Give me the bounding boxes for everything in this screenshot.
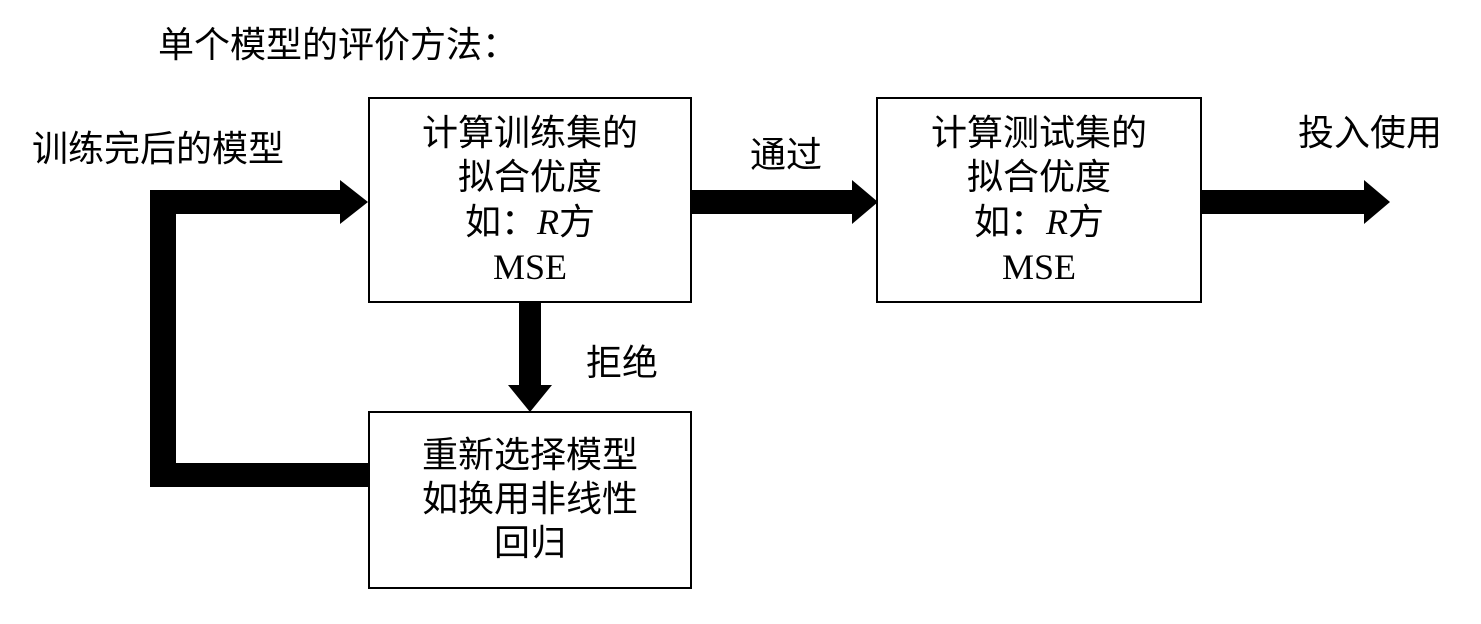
train-box-line3: 如：R方	[465, 200, 595, 245]
reject-label: 拒绝	[586, 343, 659, 384]
test-box-line4: MSE	[1001, 246, 1077, 287]
reselect-box-line3: 回归	[493, 523, 566, 564]
train-box-line4: MSE	[492, 246, 568, 287]
diagram-title: 单个模型的评价方法：	[158, 25, 519, 66]
pass-label: 通过	[750, 135, 823, 176]
reject-arrow	[508, 302, 552, 412]
reselect-box-line2: 如换用非线性	[421, 479, 638, 520]
train-box-line1: 计算训练集的	[421, 112, 638, 154]
train-fit-box: 计算训练集的 拟合优度 如：R方 MSE	[368, 97, 692, 303]
train-box-line3-prefix: 如：	[464, 201, 537, 243]
feedback-loop-arrow	[150, 180, 370, 487]
reselect-model-box: 重新选择模型 如换用非线性 回归	[368, 411, 692, 589]
train-box-line2: 拟合优度	[457, 156, 602, 198]
train-box-line3-var: R	[537, 201, 559, 242]
test-box-line3-var: R	[1046, 201, 1068, 242]
test-box-line1: 计算测试集的	[930, 112, 1147, 154]
test-box-line3-prefix: 如：	[973, 201, 1046, 243]
output-arrow	[1202, 180, 1390, 224]
test-box-line2: 拟合优度	[966, 156, 1111, 198]
input-label: 训练完后的模型	[32, 129, 285, 170]
test-fit-box: 计算测试集的 拟合优度 如：R方 MSE	[876, 97, 1202, 303]
pass-arrow	[690, 180, 878, 224]
reselect-box-line1: 重新选择模型	[421, 435, 638, 476]
train-box-line3-suffix: 方	[559, 201, 596, 243]
test-box-line3-suffix: 方	[1068, 201, 1105, 243]
test-box-line3: 如：R方	[974, 200, 1104, 245]
output-label: 投入使用	[1298, 113, 1443, 154]
